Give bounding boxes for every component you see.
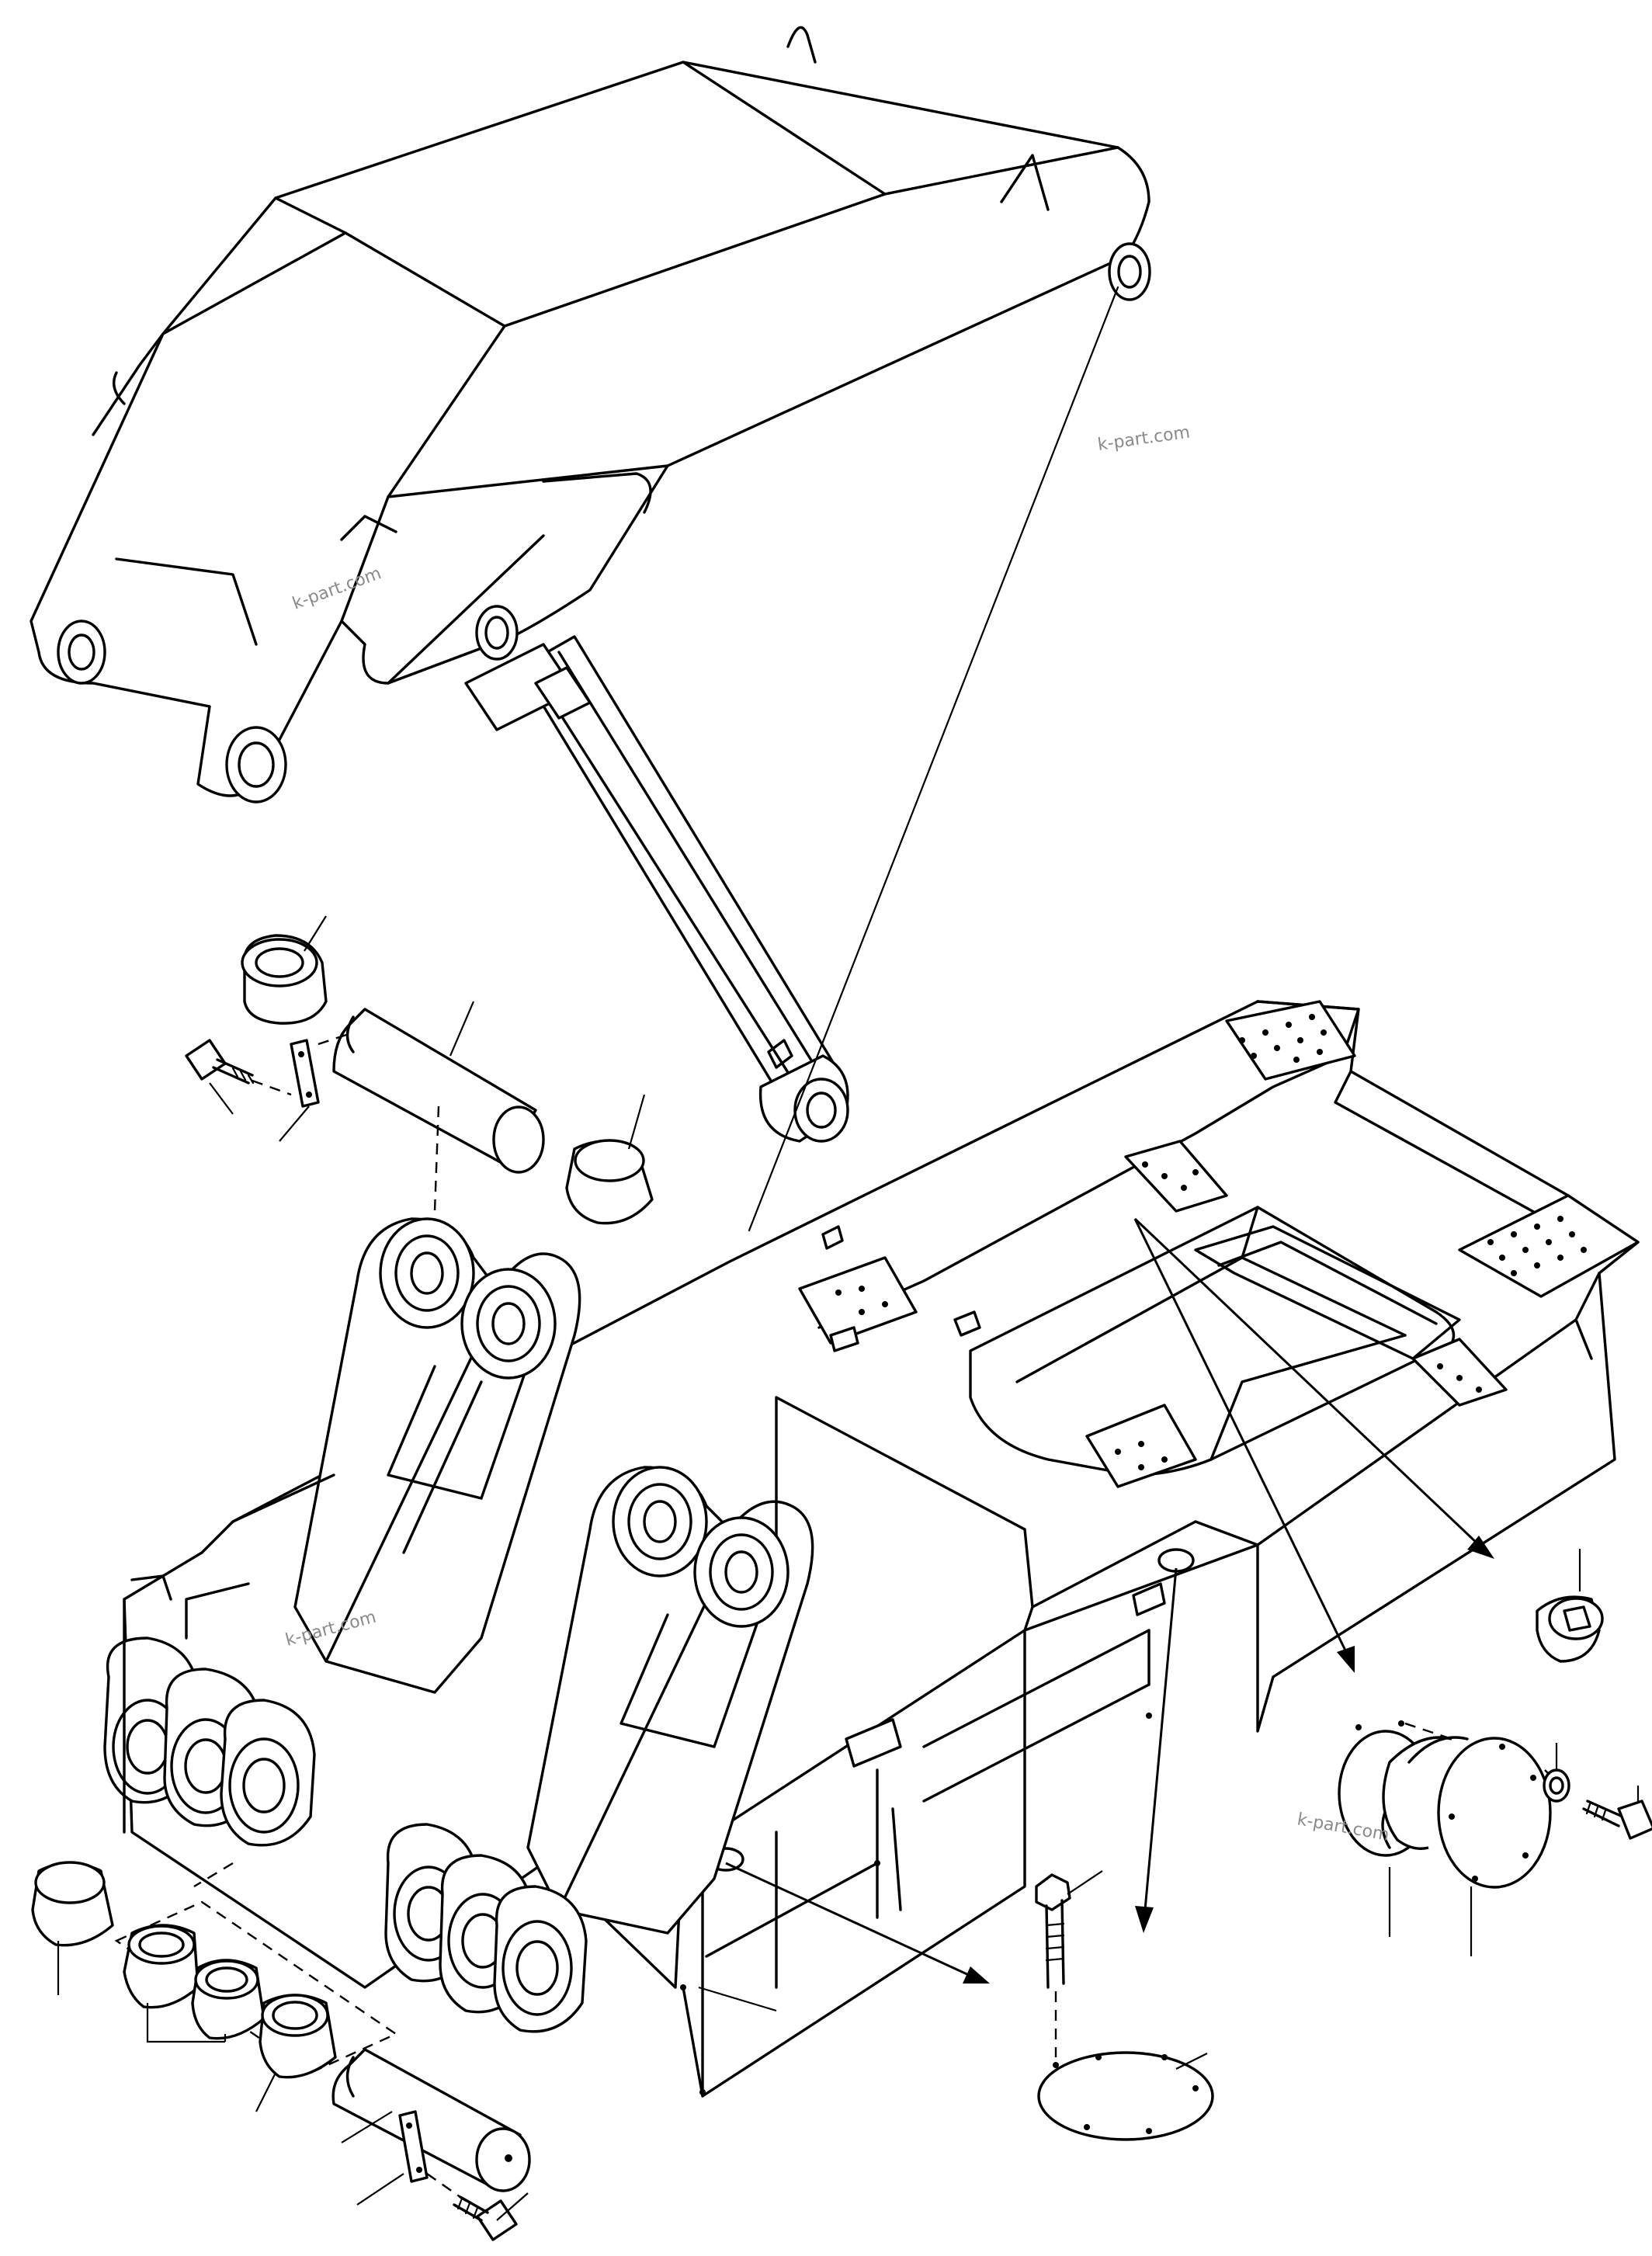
assembly-guide-line (748, 286, 1119, 1232)
boom-arm (30, 26, 1151, 803)
upper-pin-group (185, 915, 654, 1225)
lower-pin-group (31, 1861, 777, 2241)
main-frame (123, 1000, 1640, 2098)
right-parts-group (1338, 1549, 1652, 1956)
exploded-view-arrows (725, 1217, 1494, 1984)
pad-bolt-holes (835, 1014, 1587, 1470)
watermark-text: k-part.com (1096, 423, 1191, 455)
boom-mount-brackets (103, 1217, 1034, 2033)
bottom-middle-parts (1035, 1870, 1214, 2141)
hydraulic-cylinder (464, 635, 849, 1143)
